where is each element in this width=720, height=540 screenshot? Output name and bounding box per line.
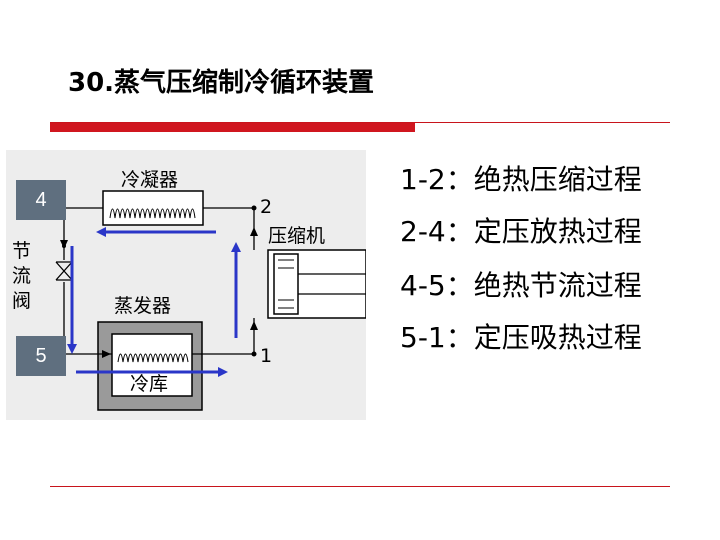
throttle-label-char: 流 xyxy=(12,265,31,287)
pipe-arrowhead xyxy=(102,350,111,358)
footer-line xyxy=(50,486,670,487)
evaporator-box xyxy=(111,333,193,397)
throttle-valve-symbol xyxy=(55,261,73,281)
process-item: 5-1：定压吸热过程 xyxy=(400,321,642,354)
pipe-arrowhead xyxy=(250,321,258,330)
flow-arrow-throttle-head xyxy=(67,344,77,354)
point-2-node xyxy=(251,205,257,211)
process-item: 1-2：绝热压缩过程 xyxy=(400,163,642,196)
flow-arrows xyxy=(67,227,241,377)
pipe-arrowhead xyxy=(60,240,68,249)
process-item: 4-5：绝热节流过程 xyxy=(400,269,642,302)
throttle-label-char: 节 xyxy=(12,240,31,262)
state-4-label: 4 xyxy=(35,188,47,211)
pipe-condenser-to-throttle xyxy=(63,207,103,260)
state-5-label: 5 xyxy=(35,344,47,367)
cold-storage-label: 冷库 xyxy=(130,373,168,395)
title-accent-bar xyxy=(50,123,415,132)
piston-grooves xyxy=(278,259,294,309)
condenser-box xyxy=(102,190,204,226)
evaporator-label: 蒸发器 xyxy=(114,295,171,317)
title-underline xyxy=(50,122,670,123)
state-4-marker: 4 xyxy=(16,180,66,220)
throttle-label-char: 阀 xyxy=(12,290,31,312)
evaporator-coil xyxy=(117,353,189,363)
process-item: 2-4：定压放热过程 xyxy=(400,215,642,248)
flow-arrow-condenser-head xyxy=(96,227,106,237)
point-1-label: 1 xyxy=(260,345,272,367)
compressor-label: 压缩机 xyxy=(268,225,325,247)
condenser-label: 冷凝器 xyxy=(121,169,178,191)
flow-arrow-compressor-head xyxy=(231,242,241,252)
slide-title: 30.蒸气压缩制冷循环装置 xyxy=(68,68,375,98)
pipe-condenser-to-compressor xyxy=(203,207,255,250)
state-5-marker: 5 xyxy=(16,336,66,376)
pipe-arrowhead xyxy=(250,227,258,236)
piston-rod xyxy=(298,273,366,295)
compressor-piston xyxy=(273,253,299,315)
point-2-label: 2 xyxy=(260,196,272,218)
refrigeration-cycle-diagram: 冷凝器 蒸发器 冷库 节 流 阀 压缩机 2 1 xyxy=(6,150,366,420)
condenser-coil xyxy=(109,208,196,219)
point-1-node xyxy=(251,351,257,357)
flow-arrow-evaporator-head xyxy=(218,367,228,377)
